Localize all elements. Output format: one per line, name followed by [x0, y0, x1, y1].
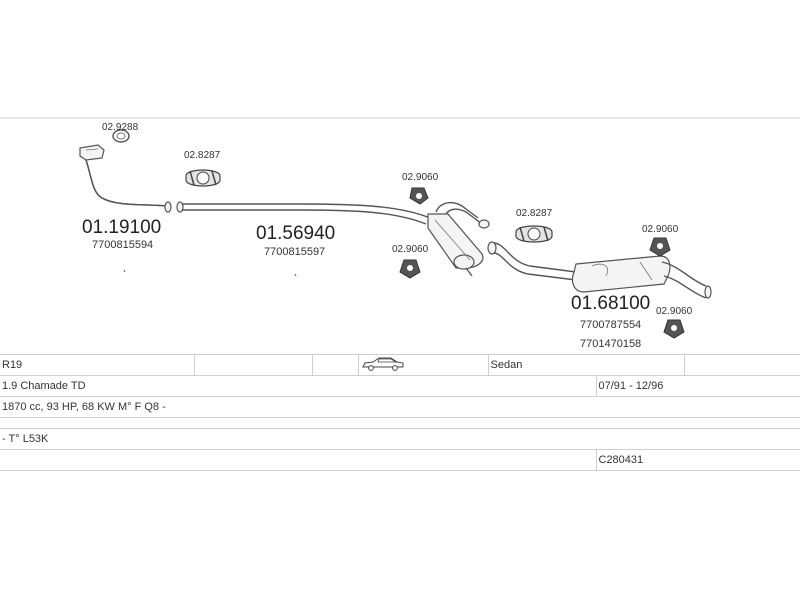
- engine-spec-cell: 1870 cc, 93 HP, 68 KW M° F Q8 -: [0, 396, 800, 418]
- clamp-1-icon[interactable]: [185, 169, 221, 187]
- table-row: R19 Sedan: [0, 354, 800, 376]
- clamp-2-icon[interactable]: [515, 225, 553, 243]
- table-row: - T° L53K: [0, 428, 800, 450]
- vehicle-info-table: R19 Sedan 1.9 Chamade TD 07/91 - 12/96 1…: [0, 354, 800, 471]
- rubber-hanger-3-icon[interactable]: [649, 237, 671, 257]
- clamp-2-part-number: 02.8287: [516, 208, 553, 219]
- part-3-number: 01.68100: [571, 293, 650, 314]
- table-row: C280431: [0, 449, 800, 471]
- hanger-2-part-number: 02.9060: [392, 244, 429, 255]
- part-2-number: 01.56940: [256, 223, 335, 244]
- gasket-ring-icon[interactable]: [112, 129, 130, 143]
- part-1-oe-number: 7700815594: [92, 239, 153, 251]
- exhaust-diagram: 02.9288 02.8287 02.9060 02.9060 02.8287 …: [0, 117, 800, 350]
- clamp-1-part-number: 02.8287: [184, 150, 221, 161]
- hanger-3-part-number: 02.9060: [642, 224, 679, 235]
- rear-silencer-part[interactable]: [487, 241, 712, 299]
- engine-name-cell: 1.9 Chamade TD: [0, 375, 597, 397]
- rubber-hanger-2-icon[interactable]: [399, 259, 421, 279]
- gearbox-cell: - T° L53K: [0, 428, 800, 450]
- model-cell: R19: [0, 354, 195, 376]
- years-cell: 07/91 - 12/96: [596, 375, 800, 397]
- front-pipe-part[interactable]: [79, 144, 172, 213]
- body-type-cell: Sedan: [488, 354, 685, 376]
- table-row: 1.9 Chamade TD 07/91 - 12/96: [0, 375, 800, 397]
- hanger-4-part-number: 02.9060: [656, 306, 693, 317]
- part-2-oe-number: 7700815597: [264, 246, 325, 258]
- gasket-part-number: 02.9288: [102, 122, 139, 133]
- part-3-oe-number-1: 7700787554: [580, 319, 641, 331]
- car-icon-cell: [358, 354, 489, 376]
- rubber-hanger-4-icon[interactable]: [663, 319, 685, 339]
- hanger-1-part-number: 02.9060: [402, 172, 439, 183]
- part-3-oe-number-2: 7701470158: [580, 338, 641, 350]
- sedan-car-icon: [361, 357, 403, 371]
- tick-mark: [123, 269, 126, 273]
- middle-silencer-part[interactable]: [176, 201, 490, 277]
- tick-mark: [294, 273, 297, 277]
- part-1-number: 01.19100: [82, 217, 161, 238]
- code-cell: C280431: [596, 449, 800, 471]
- table-row: 1870 cc, 93 HP, 68 KW M° F Q8 -: [0, 396, 800, 418]
- rubber-hanger-1-icon[interactable]: [409, 187, 429, 205]
